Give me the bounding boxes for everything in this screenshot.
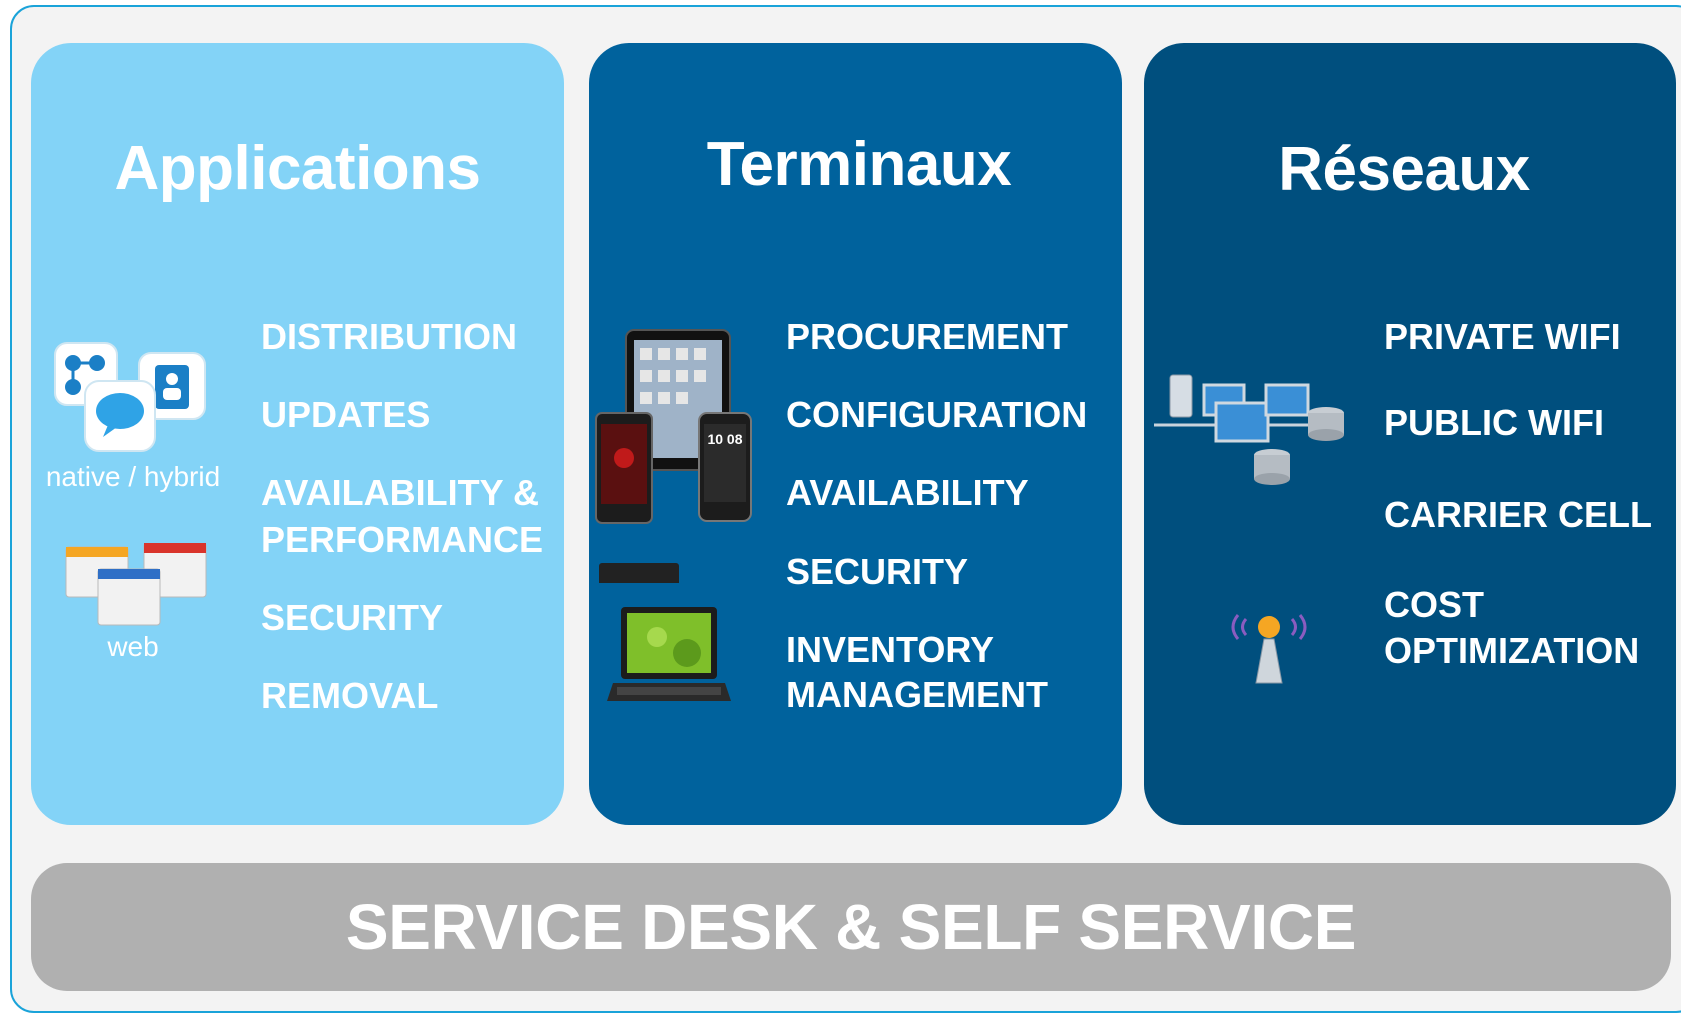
item-security: SECURITY: [261, 597, 444, 638]
phone-clock: 10 08: [707, 431, 742, 447]
service-desk-banner: SERVICE DESK & SELF SERVICE: [31, 863, 1671, 991]
native-hybrid-apps-icon: [54, 342, 206, 452]
item-optimization: OPTIMIZATION: [1384, 630, 1640, 671]
item-updates: UPDATES: [261, 394, 431, 435]
item-public-wifi: PUBLIC WIFI: [1384, 402, 1604, 443]
item-private-wifi: PRIVATE WIFI: [1384, 316, 1621, 357]
native-hybrid-caption: native / hybrid: [45, 461, 221, 492]
terminaux-panel: Terminaux 10 08 PROCUREMENT CONFIGURATIO…: [589, 43, 1122, 825]
web-caption: web: [107, 631, 159, 662]
web-windows-icon: [65, 543, 207, 626]
item-procurement: PROCUREMENT: [786, 316, 1069, 357]
item-management: MANAGEMENT: [786, 674, 1048, 715]
item-cost: COST: [1384, 584, 1485, 625]
item-availability-and: AVAILABILITY &: [261, 472, 539, 513]
item-availability: AVAILABILITY: [786, 472, 1029, 513]
applications-panel: Applications native / hybrid web DISTRIB…: [31, 43, 564, 825]
reseaux-panel: Réseaux PRIVATE WIFI PUBLIC WIFI CARRIER…: [1144, 43, 1676, 825]
item-carrier-cell: CARRIER CELL: [1384, 494, 1652, 535]
terminaux-title: Terminaux: [706, 130, 1012, 199]
item-distribution: DISTRIBUTION: [261, 316, 517, 357]
network-computers-icon: [1154, 374, 1344, 485]
item-performance: PERFORMANCE: [261, 519, 544, 560]
item-configuration: CONFIGURATION: [786, 394, 1088, 435]
cell-tower-icon: [1231, 614, 1307, 684]
mobile-devices-icon: 10 08: [595, 329, 752, 583]
reseaux-title: Réseaux: [1278, 135, 1530, 204]
item-inventory: INVENTORY: [786, 629, 995, 670]
item-removal: REMOVAL: [261, 675, 439, 716]
item-security: SECURITY: [786, 551, 969, 592]
laptop-icon: [607, 607, 731, 701]
applications-title: Applications: [114, 134, 481, 203]
